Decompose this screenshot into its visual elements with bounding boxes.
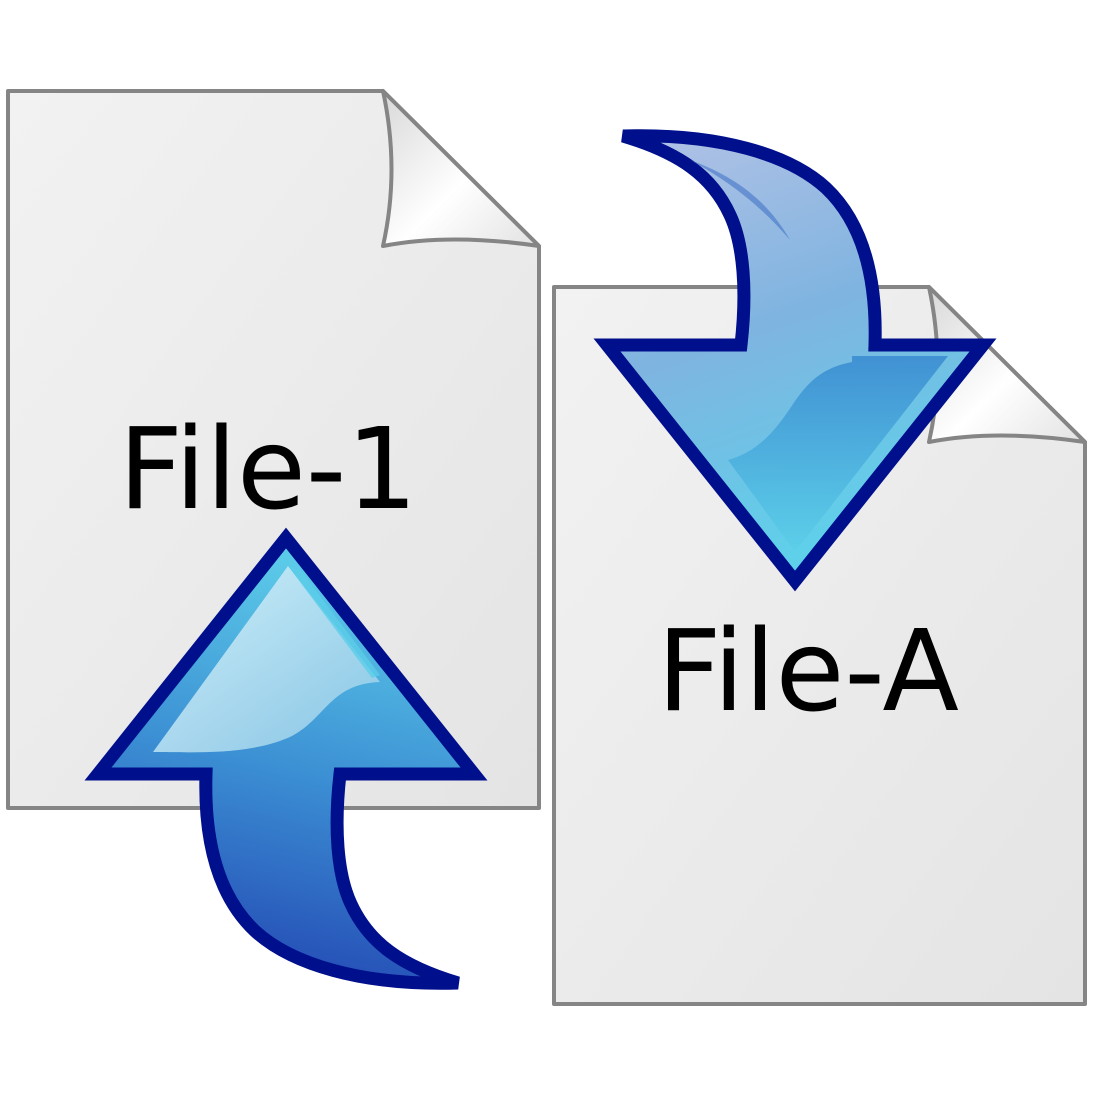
page-fold [381,89,541,248]
arrow-body [84,527,488,990]
curved-arrow-up-icon [84,527,488,990]
page-fold [927,285,1087,444]
arrow-shade [728,356,948,552]
arrow-edge [288,566,380,678]
document-icon-file-a: File-A [552,285,1087,1006]
file-label: File-A [657,607,959,737]
arrow-body [593,129,997,592]
curved-arrow-down-icon [593,129,997,592]
page-sheet [6,89,541,810]
file-label: File-1 [118,405,417,535]
document-icon-file-1: File-1 [6,89,541,810]
